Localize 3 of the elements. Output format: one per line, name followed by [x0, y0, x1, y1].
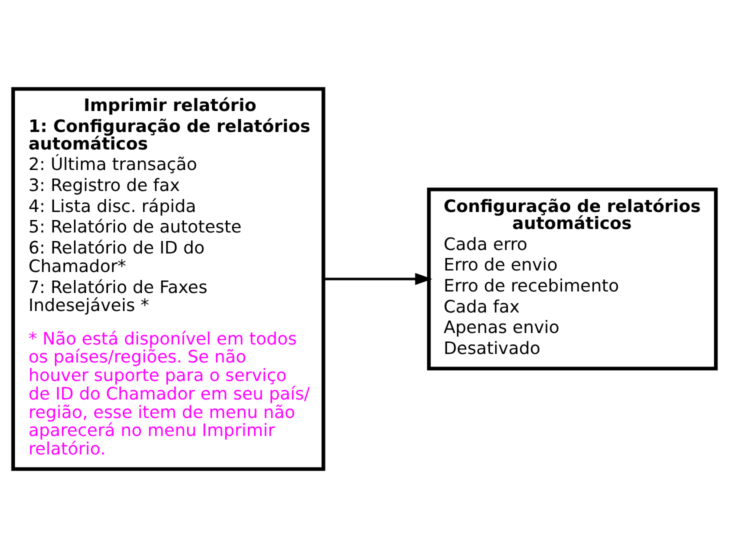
node-box: Imprimir relatório 1: Configuração de relatórios automáticos 2: Última transação 3: Registro de fax 4: Lista disc. rápida 5: Relatório de autoteste 6: Relatório de ID do Chamador* 7: Relatório de Faxes Indesejáveis * * Não está disponível em todos os países/regiões. Se não houver suporte para o serviço de ID do Chamador em seu país/ região, esse item de menu não aparecerá no menu Imprimir relatório.: [11, 86, 326, 470]
node-box: Configuração de relatórios automáticos Cada erro Erro de envio Erro de recebimento Cada fax Apenas envio Desativado: [427, 187, 718, 370]
arrow: [324, 272, 432, 285]
